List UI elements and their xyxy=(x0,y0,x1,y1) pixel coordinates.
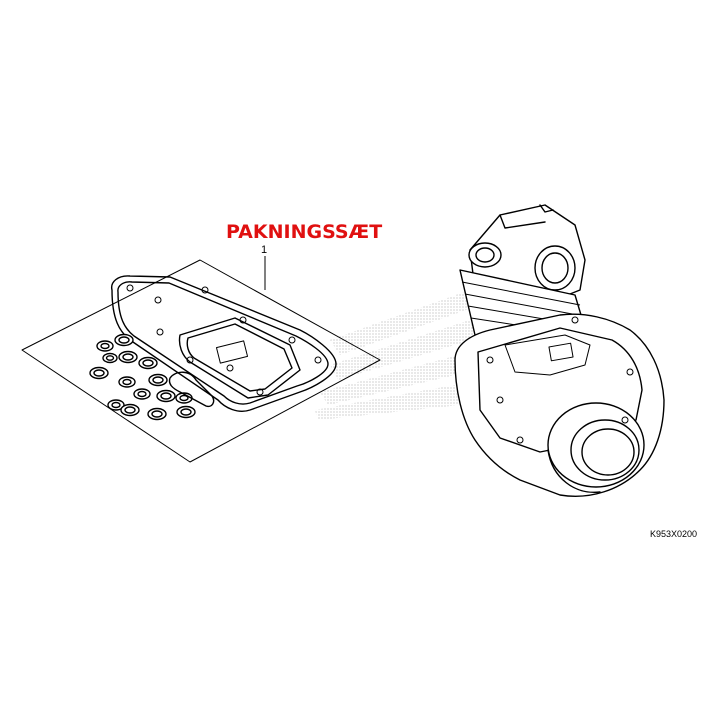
engine-icon xyxy=(454,204,665,497)
gasket-kit-tray xyxy=(21,259,381,463)
gasket-cover-icon xyxy=(178,317,301,399)
seal-rings xyxy=(89,333,215,421)
diagram-code: K953X0200 xyxy=(650,529,697,539)
page-title: PAKNINGSSÆT xyxy=(226,221,382,243)
watermark-logo xyxy=(315,290,480,420)
callout-number: 1 xyxy=(261,244,267,256)
